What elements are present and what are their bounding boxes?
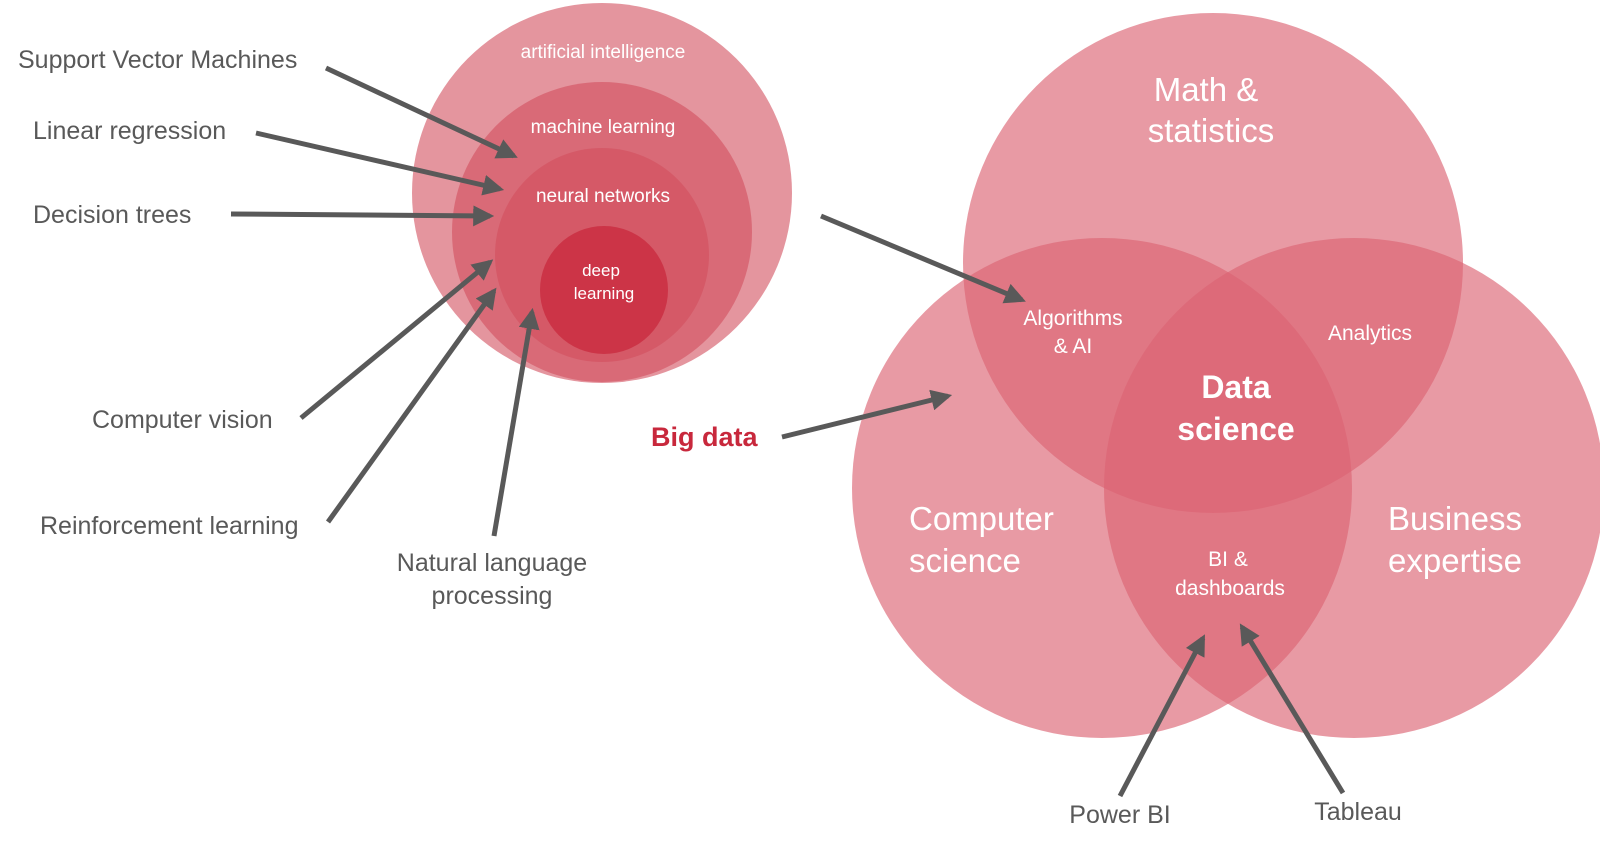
business-circle — [1104, 238, 1600, 738]
nested-circles — [412, 3, 792, 383]
ml-label: machine learning — [531, 117, 676, 138]
ai-to-algorithms-arrow — [820, 213, 1026, 304]
dl-label-line1: deep — [582, 261, 620, 280]
linreg-arrow — [255, 130, 505, 196]
rl-arrow — [325, 287, 497, 524]
cs-label-line2: science — [909, 542, 1021, 579]
powerbi-label: Power BI — [1069, 801, 1170, 829]
arrows — [230, 65, 1346, 798]
svm-label: Support Vector Machines — [18, 46, 297, 74]
business-label-line2: expertise — [1388, 542, 1522, 579]
math-label-line2: statistics — [1148, 112, 1275, 149]
dl-label-line2: learning — [574, 284, 635, 303]
dtrees-label: Decision trees — [33, 201, 191, 229]
cv-label: Computer vision — [92, 406, 273, 434]
algo-label-line1: Algorithms — [1023, 307, 1122, 330]
bigdata-label: Big data — [651, 422, 758, 452]
bi-label-line2: dashboards — [1175, 577, 1285, 600]
svm-arrow — [324, 65, 518, 159]
powerbi-arrow — [1117, 634, 1206, 798]
tableau-label: Tableau — [1314, 798, 1402, 826]
bigdata-arrow — [781, 389, 953, 440]
rl-label: Reinforcement learning — [40, 512, 298, 540]
cs-label-line1: Computer — [909, 500, 1054, 537]
cv-arrow — [299, 259, 494, 420]
venn-diagram — [852, 13, 1600, 738]
math-label-line1: Math & — [1154, 71, 1259, 108]
nlp-label-line1: Natural language — [397, 549, 587, 577]
bi-label-line1: BI & — [1208, 548, 1248, 571]
nn-label: neural networks — [536, 186, 670, 207]
analytics-label: Analytics — [1328, 322, 1412, 345]
algo-label-line2: & AI — [1054, 335, 1093, 358]
nlp-arrow — [491, 307, 540, 537]
data-science-line2: science — [1177, 411, 1294, 447]
dtrees-arrow — [230, 205, 495, 227]
nlp-label-line2: processing — [432, 582, 553, 610]
business-label-line1: Business — [1388, 500, 1522, 537]
linreg-label: Linear regression — [33, 117, 226, 145]
ai-label: artificial intelligence — [521, 42, 686, 63]
tableau-arrow — [1239, 623, 1346, 795]
dl-circle — [540, 226, 668, 354]
data-science-line1: Data — [1201, 369, 1271, 405]
